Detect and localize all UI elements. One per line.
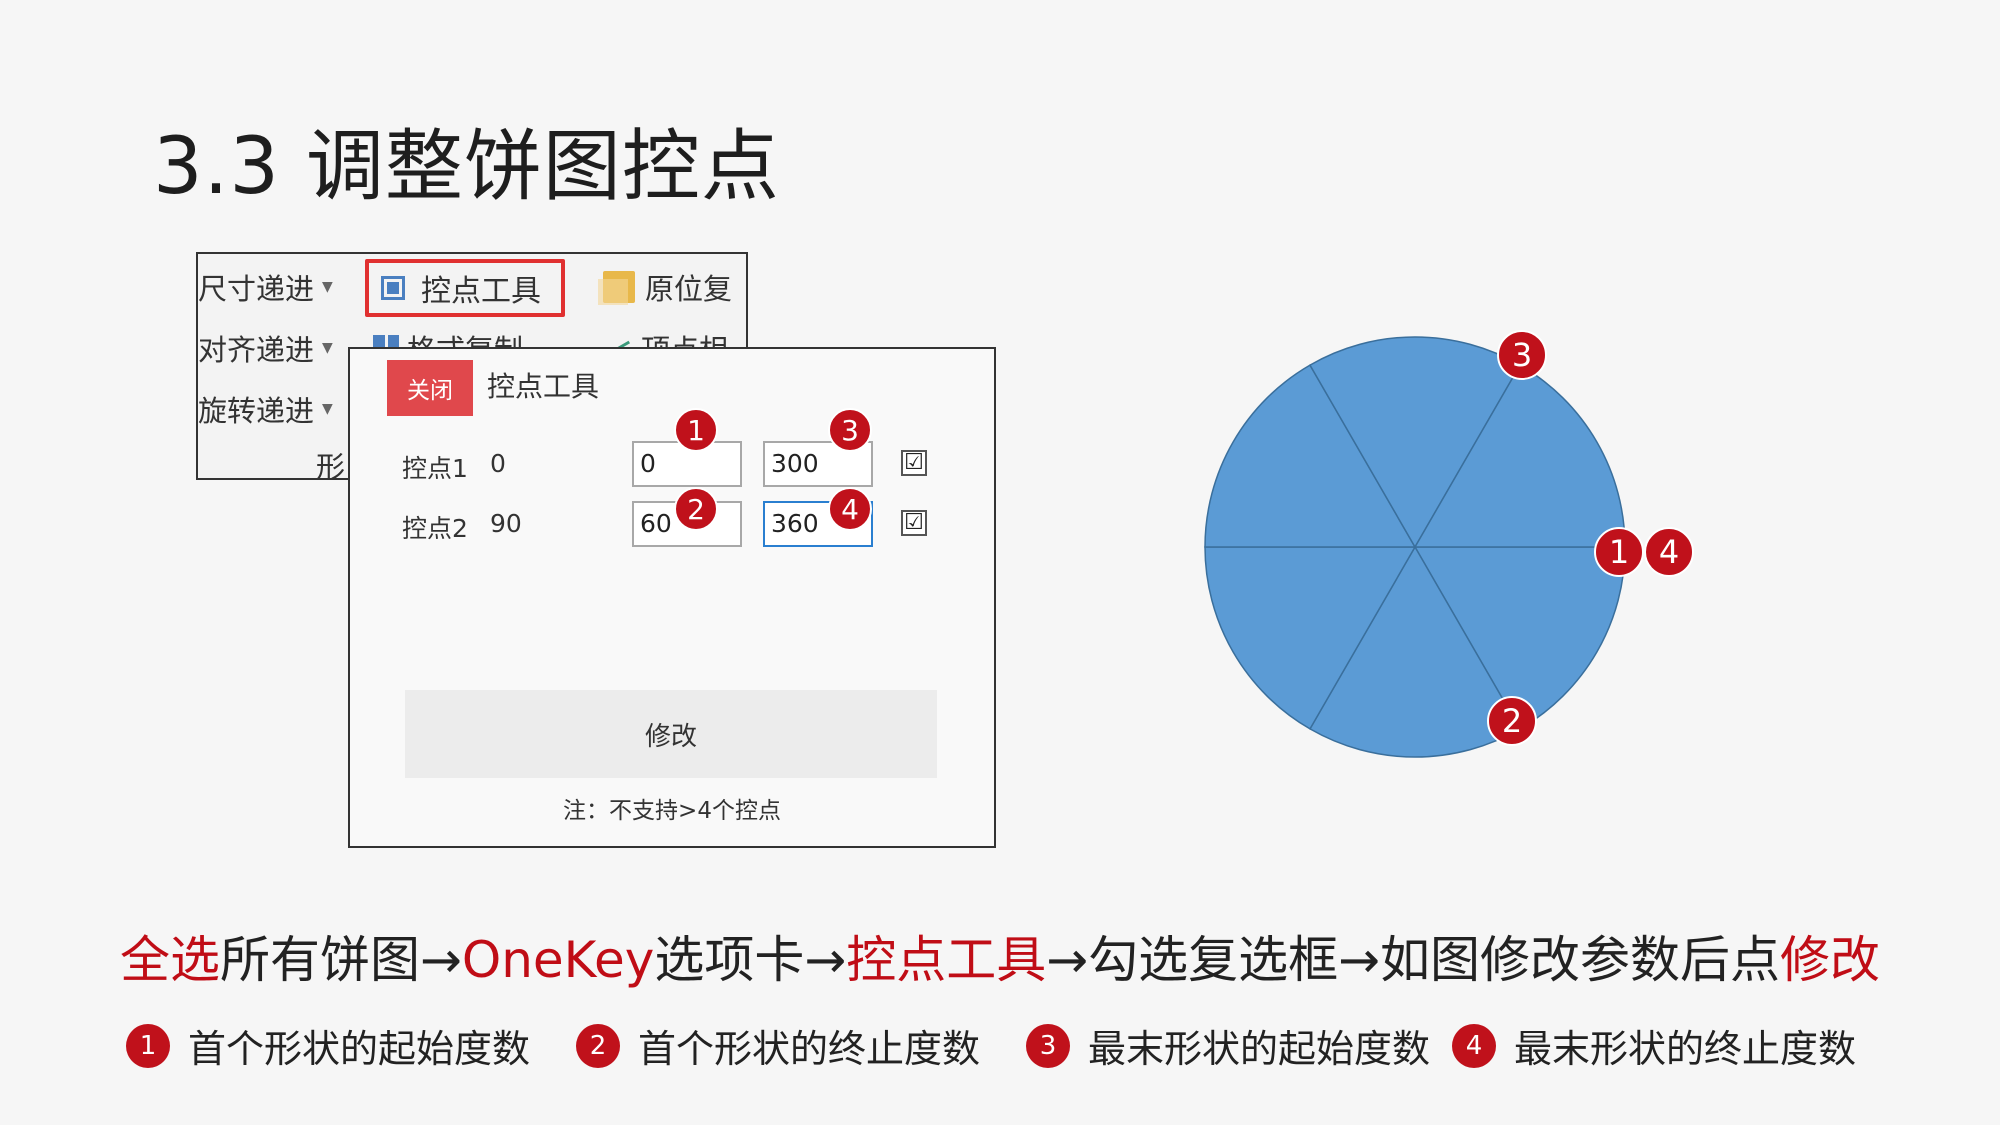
handle-tool-icon <box>381 276 405 300</box>
handle2-checkbox[interactable]: ☑ <box>901 510 927 536</box>
rotate-step-label: 旋转递进 <box>198 394 315 428</box>
pie-marker-3: 3 <box>1497 330 1547 380</box>
pie-chart <box>1204 336 1626 758</box>
legend: 1 首个形状的起始度数 2 首个形状的终止度数 3 最末形状的起始度数 4 最末… <box>0 1018 2000 1078</box>
handle1-value: 0 <box>490 449 506 478</box>
instr-part-6: →勾选复选框→如图修改参数后点 <box>1046 931 1781 989</box>
handle-tool-label: 控点工具 <box>421 274 541 309</box>
ribbon-group-label: 形 <box>316 450 346 480</box>
instr-part-3: OneKey <box>461 931 655 989</box>
restore-label: 原位复 <box>645 272 733 306</box>
handle-tool-button[interactable]: 控点工具 <box>365 259 565 317</box>
dialog-note: 注：不支持>4个控点 <box>563 798 781 824</box>
pie-slice <box>1204 364 1417 548</box>
legend-item: 2 首个形状的终止度数 <box>576 1018 980 1073</box>
legend-text: 最末形状的起始度数 <box>1088 1027 1431 1071</box>
marker-3: 3 <box>828 408 872 452</box>
legend-item: 4 最末形状的终止度数 <box>1452 1018 1856 1073</box>
handle1-label: 控点1 <box>402 454 468 483</box>
chevron-down-icon: ▼ <box>322 279 333 295</box>
slide-title: 3.3 调整饼图控点 <box>153 122 780 212</box>
pie-marker-4: 4 <box>1644 527 1694 577</box>
legend-num: 3 <box>1026 1023 1070 1068</box>
legend-num: 2 <box>576 1023 620 1068</box>
instr-part-4: 选项卡→ <box>654 931 847 989</box>
marker-4: 4 <box>828 487 872 531</box>
pie-marker-2: 2 <box>1487 696 1537 746</box>
legend-num: 4 <box>1452 1023 1496 1068</box>
pie-marker-1: 1 <box>1594 527 1644 577</box>
handle2-value: 90 <box>490 509 522 538</box>
handle1-checkbox[interactable]: ☑ <box>901 450 927 476</box>
pie-slices <box>1204 336 1626 758</box>
handle2-label: 控点2 <box>402 514 468 543</box>
restore-icon <box>598 271 635 305</box>
legend-item: 3 最末形状的起始度数 <box>1026 1018 1430 1073</box>
align-step-button[interactable]: 对齐递进 ▼ <box>198 327 333 369</box>
pie-slice <box>1413 364 1626 548</box>
instr-part-5: 控点工具 <box>846 931 1047 989</box>
instr-part-1: 全选 <box>119 931 220 989</box>
size-step-label: 尺寸递进 <box>198 272 315 306</box>
rotate-step-button[interactable]: 旋转递进 ▼ <box>198 388 333 430</box>
legend-num: 1 <box>126 1023 170 1068</box>
legend-text: 最末形状的终止度数 <box>1514 1027 1857 1071</box>
instr-part-2: 所有饼图→ <box>219 931 462 989</box>
modify-button[interactable]: 修改 <box>405 690 937 778</box>
legend-item: 1 首个形状的起始度数 <box>126 1018 530 1073</box>
instr-part-7: 修改 <box>1780 931 1881 989</box>
marker-1: 1 <box>674 408 718 452</box>
restore-button[interactable]: 原位复 <box>598 266 733 308</box>
chevron-down-icon: ▼ <box>322 401 333 417</box>
handle-tool-dialog: 关闭 控点工具 控点1 0 0 300 ☑ 控点2 90 60 360 ☑ 修改… <box>348 347 996 848</box>
size-step-button[interactable]: 尺寸递进 ▼ <box>198 266 333 308</box>
chevron-down-icon: ▼ <box>322 340 333 356</box>
pie-slice <box>1204 546 1417 730</box>
align-step-label: 对齐递进 <box>198 333 315 367</box>
legend-text: 首个形状的终止度数 <box>638 1027 981 1071</box>
legend-text: 首个形状的起始度数 <box>188 1027 531 1071</box>
close-button[interactable]: 关闭 <box>387 360 473 416</box>
marker-2: 2 <box>674 487 718 531</box>
dialog-title: 控点工具 <box>487 370 600 403</box>
instruction-line: 全选所有饼图→OneKey选项卡→控点工具→勾选复选框→如图修改参数后点修改 <box>0 920 2000 992</box>
